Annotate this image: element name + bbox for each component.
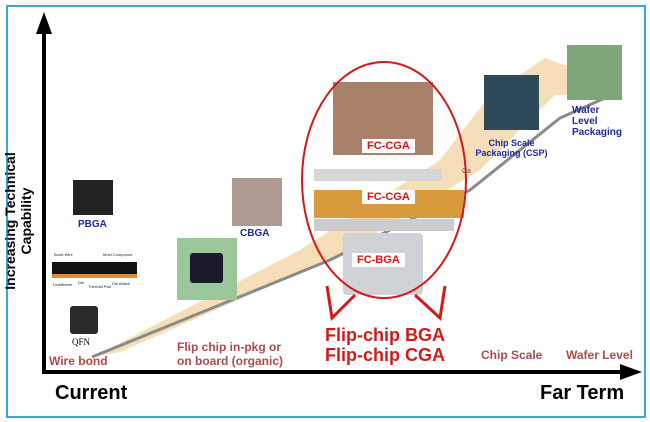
qfn-label: QFN	[72, 337, 91, 347]
highlight-line-2: Flip-chip CGA	[325, 345, 445, 365]
fc-cga-diagram-label: FC-CGA	[362, 190, 415, 204]
category-flip-chip: Flip chip in-pkg or on board (organic)	[177, 340, 283, 368]
fc-cga-diagram	[314, 169, 442, 181]
thermal-pad-label: Thermal Pad	[88, 284, 111, 289]
highlight-text: Flip-chip BGA Flip-chip CGA	[300, 325, 470, 365]
wlp-image	[567, 45, 622, 100]
highlight-ellipse	[301, 61, 467, 299]
y-axis-arrow	[36, 12, 52, 34]
die-label: Die	[78, 280, 85, 285]
highlight-line-1: Flip-chip BGA	[325, 325, 445, 345]
progress-band	[95, 58, 612, 356]
x-axis-end-label: Far Term	[540, 382, 625, 404]
cbga-label: CBGA	[240, 228, 270, 239]
qfn-diagram-image	[52, 262, 137, 274]
fc-bga-label: FC-BGA	[352, 253, 405, 267]
mold-compound-label: Mold Compound	[103, 252, 133, 257]
trend-line	[91, 96, 606, 359]
bond-wire-label: Bond Wire	[54, 252, 73, 257]
y-axis-label: Increasing Technical Capability	[2, 152, 34, 290]
leadframe-label: Leadframe	[53, 282, 73, 287]
fc-cga-photo-label: FC-CGA	[362, 139, 415, 153]
x-axis-arrow	[620, 364, 642, 380]
csp-image	[484, 75, 539, 130]
arrow-right	[413, 285, 447, 322]
arrow-left	[325, 285, 357, 322]
cap-label: Ca	[462, 168, 471, 175]
wlp-label: Wafer Level Packaging	[572, 105, 623, 138]
pbga-image	[73, 180, 113, 215]
die-attach-label: Die Attach	[112, 281, 131, 286]
csp-label: Chip Scale Packaging (CSP)	[475, 138, 548, 158]
cbga-image	[232, 178, 282, 226]
category-wire-bond: Wire bond	[49, 354, 108, 368]
qfn-image	[70, 306, 98, 334]
category-chip-scale: Chip Scale	[481, 348, 543, 362]
pbga-label: PBGA	[78, 219, 107, 230]
x-axis-start-label: Current	[55, 382, 128, 404]
category-wafer-level: Wafer Level	[566, 348, 633, 362]
diagram-frame	[6, 5, 646, 418]
